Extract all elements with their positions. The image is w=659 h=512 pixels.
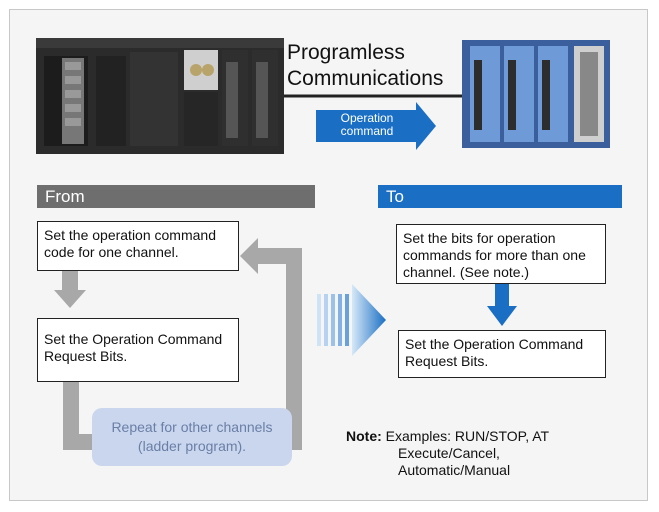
note-block: Note: Examples: RUN/STOP, AT Execute/Can… (346, 428, 549, 479)
note-line-3: Automatic/Manual (398, 462, 511, 478)
from-to-arrow (317, 284, 386, 356)
title-line-1: Programless (287, 41, 405, 64)
title-line-2: Communications (287, 67, 444, 90)
note-label: Note: (346, 428, 382, 444)
op-label-line-2: command (340, 124, 394, 138)
note-line-1: Examples: RUN/STOP, AT (385, 428, 550, 444)
from-header: From (37, 185, 315, 208)
controllers-image (462, 40, 610, 148)
plc-image (36, 38, 284, 154)
repeat-line-1: Repeat for other channels (111, 419, 273, 435)
from-down-arrow (54, 270, 86, 308)
operation-command-label: Operation command (318, 112, 416, 138)
to-down-arrow (487, 284, 517, 326)
note-line-2: Execute/Cancel, (398, 445, 500, 461)
from-step1-box: Set the operation command code for one c… (37, 221, 239, 271)
op-label-line-1: Operation (340, 111, 394, 125)
to-step2-box: Set the Operation Command Request Bits. (398, 330, 606, 378)
from-step2-box: Set the Operation Command Request Bits. (37, 318, 239, 382)
programless-title: Programless Communications (287, 40, 443, 92)
to-header: To (378, 185, 622, 208)
repeat-line-2: (ladder program). (137, 438, 247, 454)
to-step1-box: Set the bits for operation commands for … (396, 224, 606, 284)
operation-command-arrow (316, 102, 436, 150)
repeat-box: Repeat for other channels (ladder progra… (92, 408, 292, 466)
